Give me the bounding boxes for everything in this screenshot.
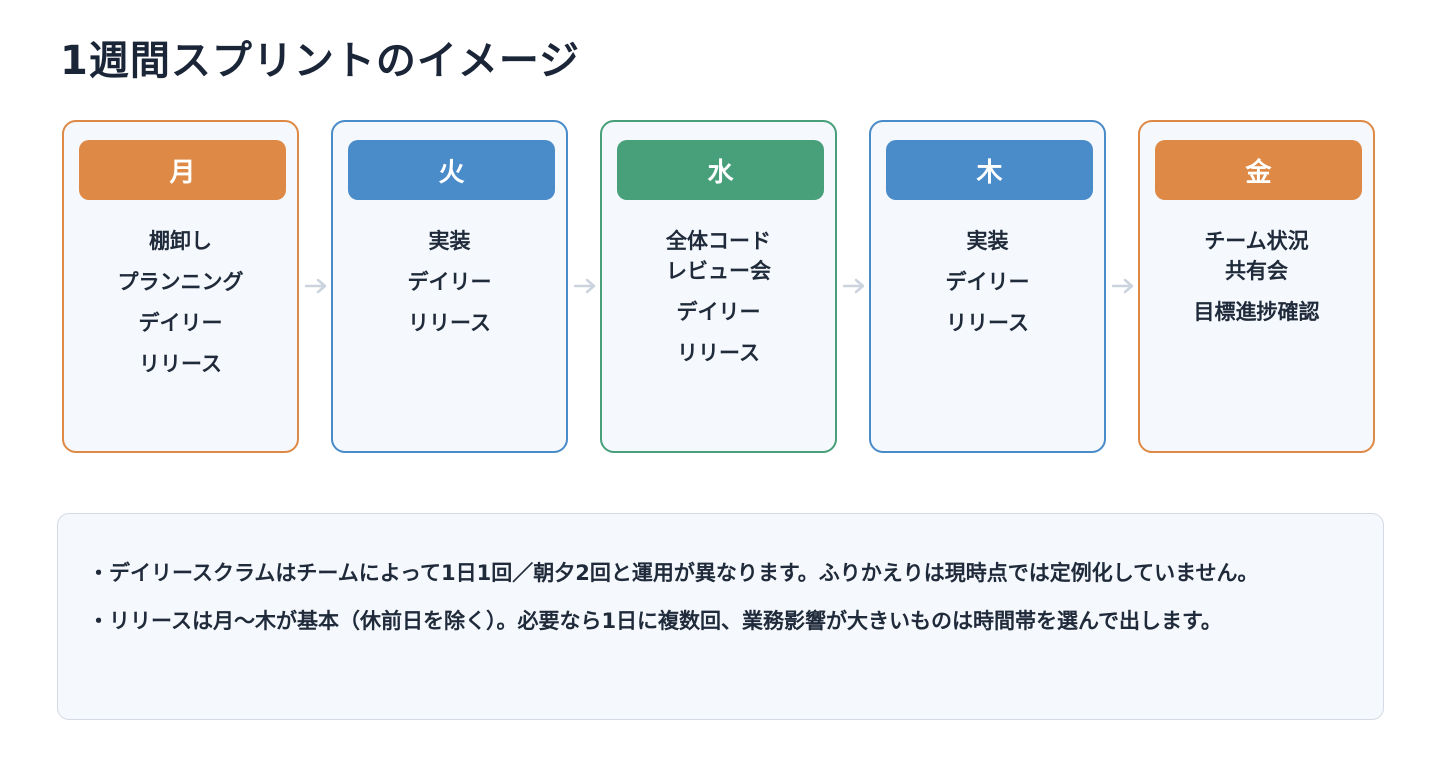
day-tasks-tuesday: 実装 デイリー リリース [343,226,556,349]
note-release-policy: ・リリースは月〜木が基本（休前日を除く）。必要なら1日に複数回、業務影響が大きい… [88,609,1222,633]
task-item: リリース [946,311,1029,335]
day-tasks-thursday: 実装 デイリー リリース [881,226,1094,349]
arrow-right-icon [305,278,327,294]
task-item: 棚卸し [149,229,212,253]
task-item: デイリー [407,270,492,294]
day-card-tuesday: 火 実装 デイリー リリース [331,120,568,453]
task-item: プランニング [117,270,244,294]
arrow-right-icon [843,278,865,294]
task-item: デイリー [676,300,761,324]
day-card-wednesday: 水 全体コードレビュー会 デイリー リリース [600,120,837,453]
task-item: デイリー [138,311,223,335]
arrow-right-icon [1112,278,1134,294]
task-item: 実装 [428,229,471,253]
sprint-week-diagram: 月 棚卸し プランニング デイリー リリース 火 実装 デイリー リリース 水 … [62,120,1378,457]
day-card-thursday: 木 実装 デイリー リリース [869,120,1106,453]
arrow-right-icon [574,278,596,294]
task-item: 実装 [966,229,1009,253]
task-item: リリース [139,352,222,376]
day-tasks-monday: 棚卸し プランニング デイリー リリース [74,226,287,390]
day-header-tuesday: 火 [348,140,555,200]
page-title: 1週間スプリントのイメージ [60,38,581,84]
day-header-wednesday: 水 [617,140,824,200]
task-item: リリース [677,341,760,365]
task-item: リリース [408,311,491,335]
day-tasks-wednesday: 全体コードレビュー会 デイリー リリース [612,226,825,379]
notes-panel: ・デイリースクラムはチームによって1日1回／朝夕2回と運用が異なります。ふりかえ… [57,513,1384,720]
task-item: 目標進捗確認 [1193,300,1320,324]
day-card-monday: 月 棚卸し プランニング デイリー リリース [62,120,299,453]
task-item: デイリー [945,270,1030,294]
task-item: チーム状況共有会 [1204,229,1309,283]
task-item: 全体コードレビュー会 [666,229,771,283]
day-tasks-friday: チーム状況共有会 目標進捗確認 [1150,226,1363,338]
day-header-friday: 金 [1155,140,1362,200]
day-card-friday: 金 チーム状況共有会 目標進捗確認 [1138,120,1375,453]
day-header-thursday: 木 [886,140,1093,200]
note-daily-scrum: ・デイリースクラムはチームによって1日1回／朝夕2回と運用が異なります。ふりかえ… [88,561,1259,585]
day-header-monday: 月 [79,140,286,200]
